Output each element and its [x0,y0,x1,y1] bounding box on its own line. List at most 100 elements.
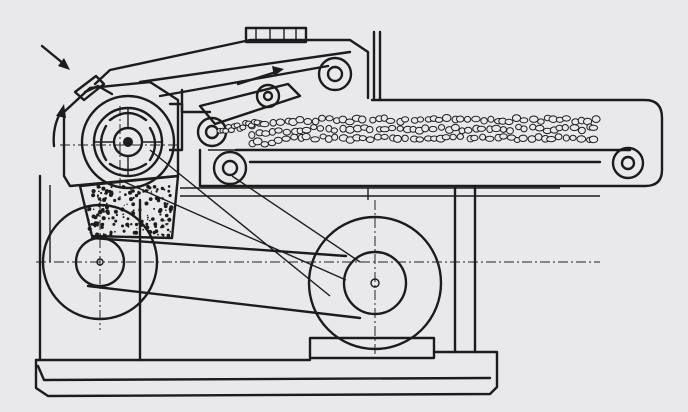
crumb [132,230,137,235]
crumb [101,216,106,221]
pellet [282,128,291,136]
crumb [101,186,106,191]
crumb [126,203,128,205]
pellet [401,134,409,143]
crumb [91,214,96,219]
crumb [122,213,125,216]
pellet [434,116,444,123]
pellet [576,135,587,143]
crumb [127,225,130,228]
pellet [421,124,430,133]
pellet [415,136,424,143]
crumb [159,213,162,216]
crumb [92,222,96,227]
crumb [117,197,121,201]
crumb [101,208,105,212]
pellet [239,124,247,131]
crumb [148,186,152,190]
crumb [109,191,114,196]
pellet [318,114,326,122]
crumb [100,191,103,195]
crumb [165,223,168,226]
pellet [561,115,571,122]
crumb [114,219,118,223]
pellet [588,135,599,144]
crumb [125,222,130,227]
crumb [126,217,130,221]
crumb [105,209,110,214]
pellet [511,114,522,122]
crumb [130,189,132,191]
crumb [158,208,163,212]
pellet [428,125,438,133]
crumb [160,218,164,222]
crumb [140,219,144,224]
crumb [115,213,118,217]
pellet-material [216,114,601,148]
pellet [260,141,269,148]
pellet [261,130,271,137]
crumb [96,194,100,197]
crumb [96,213,100,217]
pellet [301,132,311,141]
crumb [116,185,119,188]
crumb [131,202,136,207]
crumb [150,192,153,195]
crumb [136,185,141,189]
crumb [150,190,152,192]
crushed-material [78,174,180,240]
crumb [142,189,144,191]
crumb [87,226,92,231]
crumb [107,217,110,220]
pellet [456,133,464,140]
pellet [388,124,397,132]
pellet [301,126,312,134]
crumb [137,191,141,195]
pellet [330,127,338,134]
crumb [99,186,101,189]
pellet [487,115,495,123]
pellet [281,135,291,142]
support-columns [138,186,600,362]
pellet [463,115,472,123]
pellet [259,120,270,128]
crumb [163,204,168,209]
pellet [358,115,367,124]
crumb [167,185,171,188]
crumb [100,225,104,229]
crumb [95,232,100,237]
crumb [146,216,149,219]
pellet [546,136,557,143]
pellet [373,133,382,141]
crumb [146,214,149,217]
pellet [379,126,390,133]
crumb [91,189,96,194]
crumb [132,209,135,212]
base-frame [34,174,499,398]
pellet [591,115,601,123]
crumb [164,220,166,222]
crumb [103,187,106,189]
pellet [537,118,545,125]
crumb [160,186,165,191]
crumb [129,197,133,202]
crumb [148,197,153,202]
pellet [253,119,261,126]
crumb [166,202,169,205]
pellet [562,134,570,142]
pellet [449,133,457,141]
crumb [144,201,149,206]
pellet [569,134,577,141]
crumb [169,210,172,214]
pellet [269,119,277,127]
crumb [123,231,125,233]
crumb [145,225,150,230]
pellet [273,136,283,144]
pellet [275,118,285,126]
upper-rollers [196,56,353,148]
crumb [166,233,171,238]
pellet [577,126,586,135]
crumb [169,231,172,233]
crumb [96,196,99,198]
pellet [365,125,374,134]
